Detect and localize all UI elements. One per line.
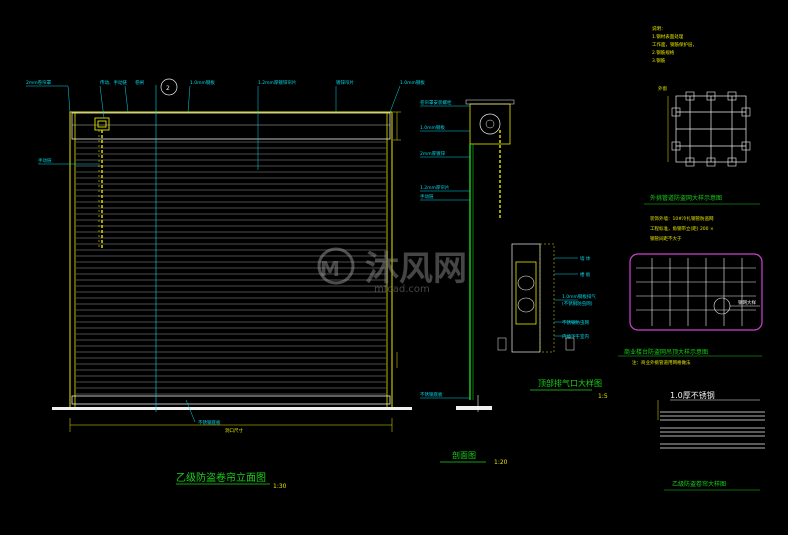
svg-text:工作面，钢筋保护层，: 工作面，钢筋保护层， — [652, 41, 697, 48]
section-scale: 1:20 — [494, 459, 508, 466]
pipe-grille-title: 外挑管道防盗网大样示意图 — [650, 194, 722, 202]
svg-text:1.0mm钢板: 1.0mm钢板 — [190, 79, 215, 86]
svg-text:1.0mm钢板排气: 1.0mm钢板排气 — [562, 293, 596, 300]
svg-text:不锈钢底板: 不锈钢底板 — [420, 391, 443, 398]
svg-text:说明：: 说明： — [652, 25, 666, 32]
svg-text:卷帘罩安装螺栓: 卷帘罩安装螺栓 — [420, 99, 452, 106]
commercial-grille-detail: 装饰外墙：10#冷扎钢管防盗网 工程标准，角钢带立(距) 200 × 钢管间距不… — [618, 215, 763, 366]
svg-text:镀锌帘片: 镀锌帘片 — [336, 79, 354, 86]
svg-text:2mm厚镀锌: 2mm厚镀锌 — [420, 150, 446, 157]
floor-line — [52, 407, 412, 410]
commercial-grille-title: 商业楼台防盗网吊顶大样示意图 — [624, 348, 708, 356]
svg-text:装饰外墙：10#冷扎钢管防盗网: 装饰外墙：10#冷扎钢管防盗网 — [650, 215, 714, 222]
axis-marker — [160, 78, 178, 96]
svg-text:1.2mm厚镀锌帘片: 1.2mm厚镀锌帘片 — [258, 79, 297, 86]
svg-text:钢网大样: 钢网大样 — [738, 299, 756, 306]
section-view: 卷帘罩安装螺栓 1.0mm钢板 2mm厚镀锌 1.2mm厚帘片 手动链 不锈钢底… — [420, 99, 515, 466]
svg-text:1.0mm钢板: 1.0mm钢板 — [400, 79, 425, 86]
svg-text:2mm卷帘罩: 2mm卷帘罩 — [26, 79, 52, 86]
pipe-grille-detail: 说明： 1.钢材表面处理 工作面，钢筋保护层， 2.钢筋规格 3.钢筋 外窗 — [644, 25, 760, 205]
shutter-slats — [76, 141, 386, 395]
door-grade-label: 1.0厚不锈钢 — [670, 390, 715, 400]
svg-text:传动、手动链: 传动、手动链 — [100, 79, 127, 86]
bottom-bar — [71, 395, 391, 405]
svg-text:(不锈钢防虫网): (不锈钢防虫网) — [562, 300, 593, 307]
svg-text:钢管间距不大于: 钢管间距不大于 — [650, 235, 682, 242]
shutter-housing — [71, 112, 391, 140]
pull-chain-left — [94, 117, 110, 250]
bottom-dimension — [69, 418, 393, 432]
door-grade-title: 乙级防盗卷帘大样图 — [672, 480, 726, 488]
top-labels: 2mm卷帘罩 传动、手动链 卷闸 1.0mm钢板 1.2mm厚镀锌帘片 镀锌帘片… — [26, 79, 425, 426]
svg-text:外窗: 外窗 — [658, 85, 667, 92]
watermark: M 沐风网 mfcad.com — [317, 247, 467, 295]
top-leaders — [26, 85, 401, 423]
svg-text:手动链: 手动链 — [38, 157, 52, 164]
svg-text:墙 体: 墙 体 — [580, 255, 591, 262]
exhaust-title: 顶部排气口大样图 — [538, 378, 602, 388]
exhaust-scale: 1:5 — [598, 393, 608, 400]
main-elevation-title: 乙级防盗卷帘立面图 — [176, 471, 266, 484]
section-title: 剖面图 — [452, 450, 476, 460]
svg-text:内墙下于室内: 内墙下于室内 — [562, 333, 589, 340]
svg-text:1.0mm钢板: 1.0mm钢板 — [420, 124, 445, 131]
svg-text:楼 板: 楼 板 — [580, 271, 591, 278]
svg-text:手动链: 手动链 — [420, 193, 434, 200]
main-elevation: 2 2mm卷帘罩 传动、手动链 卷闸 1.0mm钢板 1.2mm厚镀锌帘片 镀锌… — [26, 78, 425, 490]
left-guide-rail — [69, 111, 76, 409]
svg-text:不锈钢底板: 不锈钢底板 — [198, 419, 221, 426]
svg-text:2.钢筋规格: 2.钢筋规格 — [652, 49, 675, 56]
shutter-frame — [69, 111, 393, 409]
svg-text:1.钢材表面处理: 1.钢材表面处理 — [652, 33, 684, 40]
watermark-brand: 沐风网 — [365, 249, 467, 289]
svg-text:M: M — [320, 257, 340, 281]
svg-text:不锈钢防虫网: 不锈钢防虫网 — [562, 319, 589, 326]
svg-text:2: 2 — [166, 85, 170, 92]
svg-text:洞口尺寸: 洞口尺寸 — [225, 427, 243, 434]
commercial-grille-note: 注：商业外挑管道用网格做法 — [632, 359, 691, 366]
svg-text:卷闸: 卷闸 — [135, 79, 144, 86]
main-elevation-scale: 1:30 — [273, 483, 287, 490]
svg-text:3.钢筋: 3.钢筋 — [652, 57, 666, 64]
svg-text:1.2mm厚帘片: 1.2mm厚帘片 — [420, 184, 450, 191]
right-dims — [393, 111, 401, 368]
exhaust-detail: 墙 体 楼 板 1.0mm钢板排气 (不锈钢防虫网) 不锈钢防虫网 内墙下于室内… — [497, 243, 608, 400]
svg-text:工程标准，角钢带立(距) 200 ×: 工程标准，角钢带立(距) 200 × — [650, 225, 714, 232]
watermark-url: mfcad.com — [374, 284, 430, 295]
door-grade-detail: 1.0厚不锈钢 乙级防盗卷帘大样图 — [657, 390, 765, 491]
